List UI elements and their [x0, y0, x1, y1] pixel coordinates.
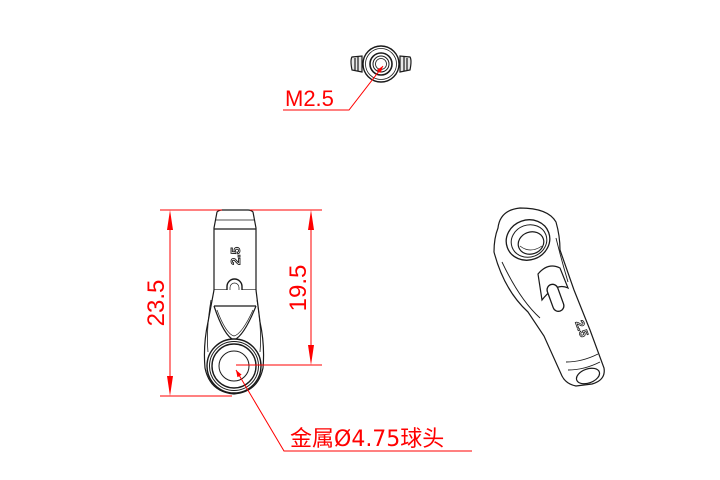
dimension-center-label: 19.5: [285, 265, 312, 312]
dimension-overall-label: 23.5: [143, 280, 170, 327]
iso-engraving: 2.5: [572, 318, 591, 339]
isometric-view: 2.5: [493, 207, 605, 387]
front-engraving: 2.5: [228, 247, 243, 265]
ball-callout: 金属Ø4.75球头: [235, 369, 472, 452]
ball-socket: [218, 350, 250, 382]
thread-label: M2.5: [285, 86, 334, 111]
top-view-left-wing: [350, 55, 363, 73]
top-view-right-wing: [399, 55, 412, 73]
iso-thread-hole: [575, 367, 601, 385]
top-view: [350, 45, 412, 83]
dimension-center-length: [236, 209, 322, 366]
front-view: 2.5: [203, 209, 265, 395]
dimension-overall-length: [160, 209, 232, 397]
ball-label: 金属Ø4.75球头: [290, 427, 444, 452]
iso-slot: [546, 283, 565, 312]
shaft-outline: [213, 209, 257, 291]
thread-callout: M2.5: [283, 65, 384, 111]
